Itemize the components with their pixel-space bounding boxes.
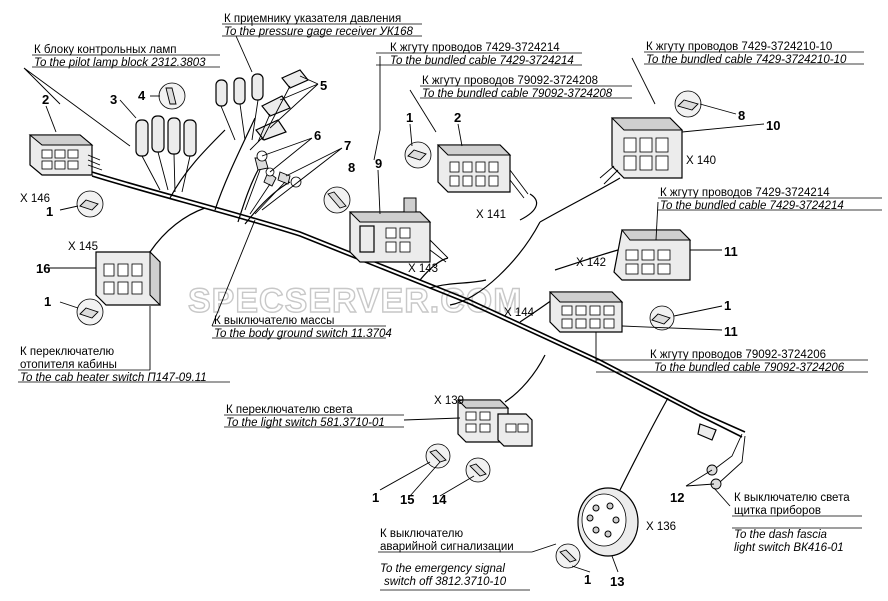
- callout-2-x141: 2: [454, 110, 461, 125]
- lamp-holders-3: [135, 115, 197, 193]
- callout-3: 3: [110, 92, 117, 107]
- terminal-1-x145: [76, 298, 104, 326]
- connector-x145: [95, 250, 161, 307]
- emerg-label-en1: To the emergency signal: [380, 563, 505, 575]
- ring-terminals-6-7: [244, 150, 302, 215]
- emerg-label-en2: switch off 3812.3710-10: [384, 576, 507, 588]
- connector-x144: [548, 291, 624, 333]
- callout-5: 5: [320, 78, 327, 93]
- leader-lines: [18, 20, 882, 591]
- dash-label-ru1: К выключателю света: [734, 492, 850, 504]
- bundle4-label-ru: К жгуту проводов 7429-3724214: [660, 187, 830, 199]
- label-x136: X 136: [646, 521, 676, 533]
- terminal-1-x144: [649, 305, 675, 331]
- label-x140: X 140: [686, 155, 716, 167]
- connector-x139: [456, 399, 533, 447]
- callout-1-x145: 1: [44, 294, 51, 309]
- callout-11-x144: 11: [724, 324, 738, 339]
- bundle5-label-ru: К жгуту проводов 79092-3724206: [650, 349, 826, 361]
- label-x146: X 146: [20, 193, 50, 205]
- terminal-1-x136: [555, 543, 581, 569]
- label-x141: X 141: [476, 209, 506, 221]
- emerg-label-ru1: К выключателю: [380, 528, 464, 540]
- bundle2-label-ru: К жгуту проводов 79092-3724208: [422, 75, 598, 87]
- bundle5-label-en: To the bundled cable 79092-3724206: [654, 362, 845, 374]
- bundle4-label-en: To the bundled cable 7429-3724214: [660, 200, 844, 212]
- terminal-1-x141: [404, 141, 432, 169]
- watermark: SPECSERVER.COM: [188, 282, 523, 320]
- callout-1-x141: 1: [406, 110, 413, 125]
- callout-13: 13: [610, 574, 624, 589]
- label-x139: X 139: [434, 395, 464, 407]
- dash-label-en1: To the dash fascia: [734, 529, 827, 541]
- terminal-14: [465, 457, 491, 483]
- callout-2-x146: 2: [42, 92, 49, 107]
- callout-numbers: 2 3 4 5 6 7 8 9 1 2 8 10 1 16 1 11 1 11 …: [36, 78, 780, 589]
- terminal-4: [158, 82, 186, 110]
- terminal-8-left: [323, 186, 351, 214]
- bundle1-label-ru: К жгуту проводов 7429-3724214: [390, 42, 560, 54]
- callout-14: 14: [432, 492, 447, 507]
- sleeves-5: [215, 69, 309, 151]
- ring-terminals-12: [697, 423, 746, 490]
- heater-label-ru2: отопителя кабины: [20, 359, 117, 371]
- label-x145: X 145: [68, 241, 98, 253]
- heater-label-en: To the cab heater switch П147-09.11: [20, 372, 207, 384]
- connector-x136: [577, 487, 639, 557]
- callout-8-right: 8: [738, 108, 745, 123]
- bundle2-label-en: To the bundled cable 79092-3724208: [422, 88, 613, 100]
- callout-1-x136: 1: [584, 572, 591, 587]
- connector-x143: [348, 197, 449, 263]
- connector-x142: [613, 229, 692, 281]
- callout-1-x146: 1: [46, 204, 53, 219]
- label-x143: X 143: [408, 263, 438, 275]
- callout-8-left: 8: [348, 160, 355, 175]
- terminal-8-right: [674, 90, 702, 118]
- ground-label-ru: К выключателю массы: [214, 315, 334, 327]
- connector-x141: [436, 144, 529, 199]
- text-labels: К приемнику указателя давления To the pr…: [20, 13, 850, 588]
- dash-label-en2: light switch ВК416-01: [734, 542, 844, 554]
- callout-4: 4: [138, 88, 146, 103]
- label-x144: X 144: [504, 307, 535, 319]
- callout-1-x144: 1: [724, 298, 731, 313]
- connector-x140: [599, 117, 684, 185]
- light-label-ru: К переключателю света: [226, 404, 353, 416]
- callout-6: 6: [314, 128, 321, 143]
- callout-16: 16: [36, 261, 50, 276]
- dash-label-ru2: щитка приборов: [734, 505, 821, 517]
- connector-x146: [28, 134, 103, 176]
- ground-label-en: To the body ground switch 11.3704: [214, 328, 392, 340]
- pilot-label-en: To the pilot lamp block 2312.3803: [34, 57, 206, 69]
- pressure-label-ru: К приемнику указателя давления: [224, 13, 401, 25]
- callout-11-x142: 11: [724, 244, 738, 259]
- bundle1-label-en: To the bundled cable 7429-3724214: [390, 55, 574, 67]
- callout-9: 9: [375, 156, 382, 171]
- callout-7: 7: [344, 138, 351, 153]
- main-harness: [77, 117, 746, 491]
- callout-15: 15: [400, 492, 414, 507]
- bundle3-label-en: To the bundled cable 7429-3724210-10: [646, 54, 847, 66]
- callout-12: 12: [670, 490, 684, 505]
- callout-1-x139: 1: [372, 490, 379, 505]
- pilot-label-ru: К блоку контрольных ламп: [34, 44, 177, 56]
- emerg-label-ru2: аварийной сигнализации: [380, 541, 514, 553]
- heater-label-ru1: К переключателю: [20, 346, 115, 358]
- pressure-label-en: To the pressure gage receiver УК168: [224, 26, 413, 38]
- label-x142: X 142: [576, 257, 606, 269]
- light-label-en: To the light switch 581.3710-01: [226, 417, 385, 429]
- terminal-1-x146: [76, 190, 104, 218]
- terminal-15: [425, 443, 451, 469]
- callout-10: 10: [766, 118, 780, 133]
- bundle3-label-ru: К жгуту проводов 7429-3724210-10: [646, 41, 832, 53]
